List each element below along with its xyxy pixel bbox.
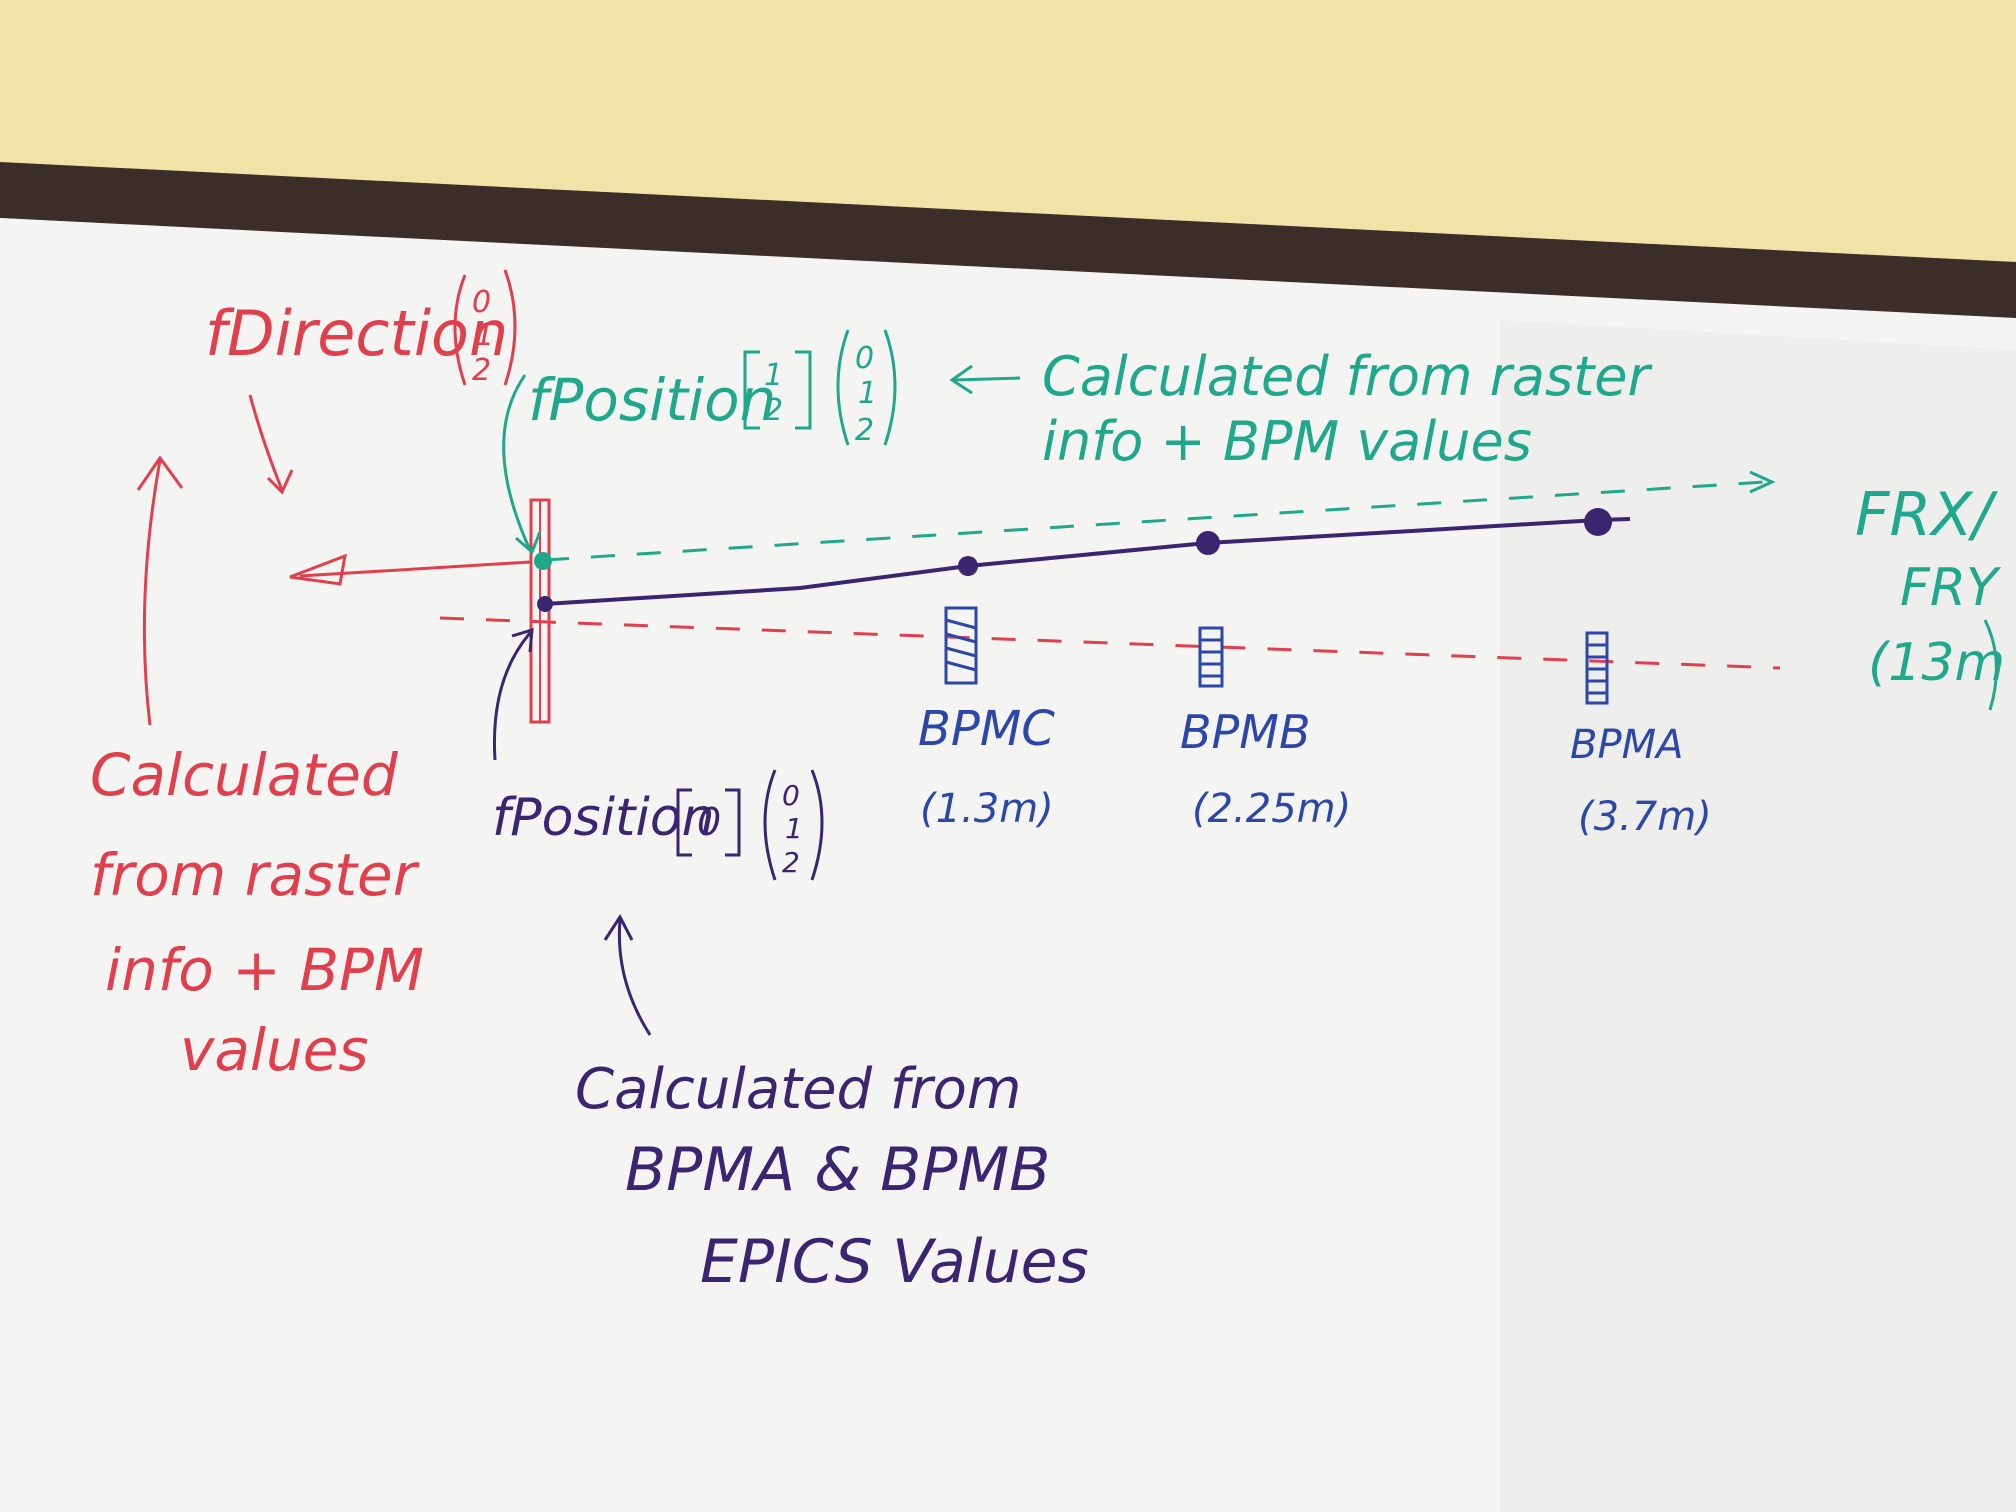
fposition0-vec-2: 2 xyxy=(782,846,800,879)
green-left-arrow xyxy=(954,376,1021,382)
bpm-a-hatch xyxy=(1587,643,1607,695)
fposition12-label: fPosition xyxy=(528,366,776,434)
fposition12-vec-2: 2 xyxy=(855,413,874,448)
fposition0-index: 0 xyxy=(697,800,721,844)
trajectory-origin-dot xyxy=(537,596,553,612)
bpm-b-hatch xyxy=(1200,638,1222,678)
fdirection-vec-0: 0 xyxy=(472,285,491,320)
bpm-c: BPMC (1.3m) xyxy=(918,606,1055,832)
fposition0-bracket-left xyxy=(676,788,692,857)
bpm-a-distance: (3.7m) xyxy=(1578,794,1712,840)
purple-pointer xyxy=(492,632,532,761)
frx-label: FRX/ xyxy=(1855,480,1998,550)
fposition12-index-2: 2 xyxy=(764,393,783,428)
board-frame xyxy=(0,162,2016,322)
fposition12-index-1: 1 xyxy=(764,358,783,393)
calc-raster-red-line-4: values xyxy=(180,1016,369,1084)
shadow-area xyxy=(1500,320,2016,1512)
fposition12-vec-1: 1 xyxy=(858,376,877,411)
green-dashed-line xyxy=(544,480,1766,562)
trajectory-dot-bpmb xyxy=(1196,531,1220,555)
green-pointer-head xyxy=(515,531,542,555)
fposition12-paren-left xyxy=(836,329,850,446)
bpm-b-name: BPMB xyxy=(1180,705,1311,759)
fposition0-paren-right xyxy=(810,769,824,881)
bpm-b: BPMB (2.25m) xyxy=(1180,626,1351,832)
fdirection-label: fDirection xyxy=(205,297,508,370)
bpm-a-name: BPMA xyxy=(1570,722,1683,768)
fposition12-paren-right xyxy=(883,329,897,446)
green-origin-dot xyxy=(534,552,552,570)
fr-distance: (13m xyxy=(1868,633,2005,693)
fposition0-paren-left xyxy=(763,769,777,881)
calc-raster-green-line-1: Calculated from raster xyxy=(1042,345,1652,408)
bpm-c-name: BPMC xyxy=(918,701,1055,757)
bpm-c-distance: (1.3m) xyxy=(920,786,1054,832)
calc-raster-red-line-1: Calculated xyxy=(90,741,399,809)
direction-arrow-shaft xyxy=(299,560,531,578)
fdirection-vec-2: 2 xyxy=(472,353,491,388)
bpm-b-symbol xyxy=(1198,626,1224,688)
direction-arrow-head xyxy=(289,553,347,586)
fposition0-bracket-right xyxy=(725,788,741,857)
calc-epics-line-3: EPICS Values xyxy=(700,1227,1089,1297)
fposition0-vec-0: 0 xyxy=(782,779,800,812)
fdirection-arrow xyxy=(248,394,284,491)
fposition12-bracket-right xyxy=(795,350,812,430)
calc-epics-line-1: Calculated from xyxy=(575,1057,1021,1122)
trajectory-dot-bpmc xyxy=(958,556,978,576)
red-up-arrow xyxy=(142,459,162,726)
red-dashed-axis xyxy=(439,616,1781,670)
calc-raster-green-line-2: info + BPM values xyxy=(1042,410,1532,473)
epics-up-arrow xyxy=(617,919,652,1036)
bpm-c-symbol xyxy=(944,606,978,685)
fposition12-vec-0: 0 xyxy=(855,341,874,376)
fdirection-paren-left xyxy=(453,274,467,386)
fposition12-bracket-left xyxy=(743,350,760,430)
fr-distance-paren xyxy=(1983,619,1998,711)
calc-raster-red-line-3: info + BPM xyxy=(105,936,424,1004)
bpm-a: BPMA (3.7m) xyxy=(1570,631,1712,840)
purple-pointer-head xyxy=(511,627,534,653)
green-pointer xyxy=(502,374,532,551)
fdirection-arrow-head xyxy=(266,469,294,495)
fposition0-vec-1: 1 xyxy=(785,812,803,845)
green-dashed-line-head xyxy=(1749,470,1776,494)
bpm-b-distance: (2.25m) xyxy=(1192,786,1351,832)
fposition0-label: fPosition xyxy=(492,788,715,848)
fdirection-vec-1: 1 xyxy=(475,318,494,353)
calc-raster-red-line-2: from raster xyxy=(90,841,420,909)
calc-epics-line-2: BPMA & BPMB xyxy=(625,1135,1050,1205)
red-up-arrow-head xyxy=(136,455,184,491)
epics-up-arrow-head xyxy=(603,914,634,941)
fry-label: FRY xyxy=(1900,558,2002,618)
bpm-c-hatch xyxy=(945,618,977,672)
trajectory-dot-bpma xyxy=(1584,508,1612,536)
fdirection-paren-right xyxy=(503,269,517,386)
green-left-arrow-head xyxy=(949,364,973,395)
